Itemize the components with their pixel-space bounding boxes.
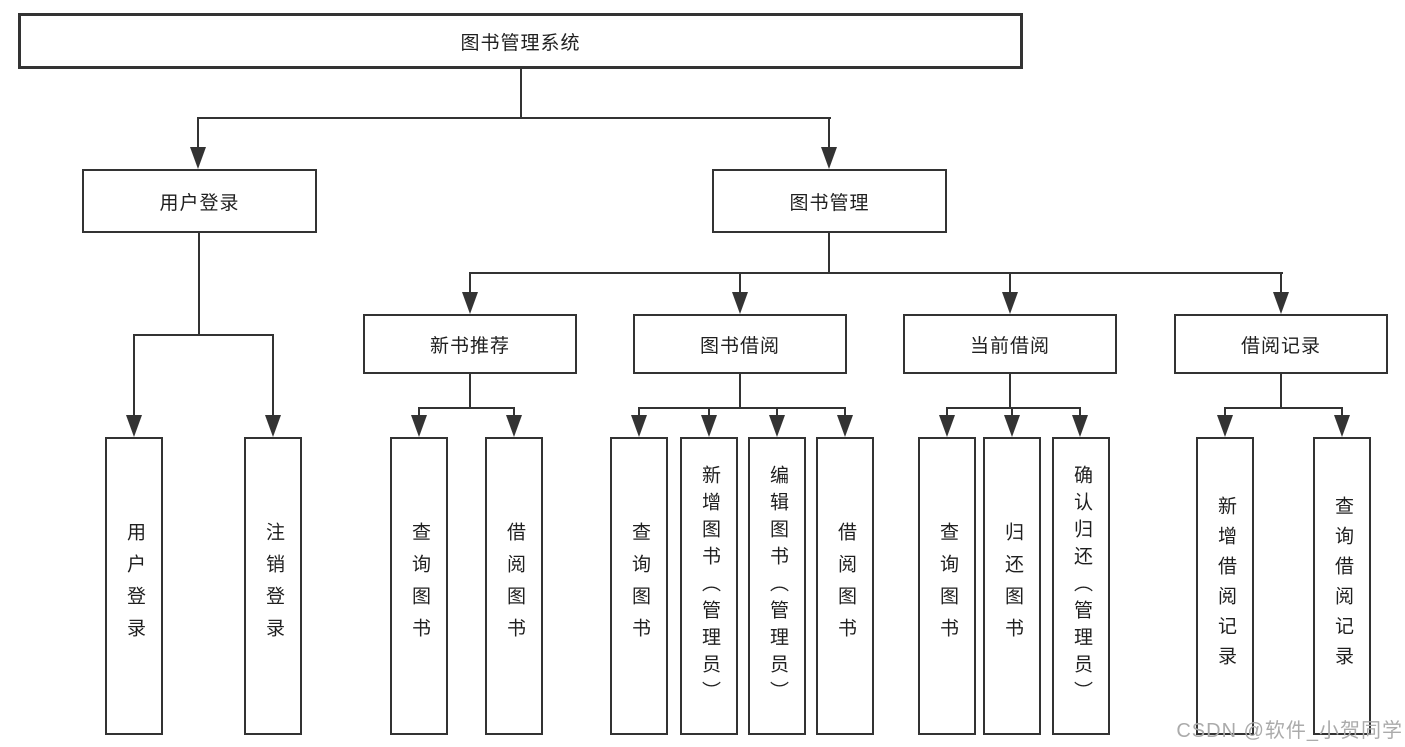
- leaf-query-books-2-label: 查询图书: [629, 522, 650, 650]
- node-current-borrowing-label: 当前借阅: [969, 335, 1050, 357]
- arrow-down-icon: [1072, 415, 1088, 437]
- connector-current-stub: [1011, 407, 1013, 415]
- leaf-edit-books-admin-label: 编辑图书（管理员）: [767, 464, 788, 708]
- node-new-book-recommendation-label: 新书推荐: [429, 335, 510, 357]
- connector-userlogin-stub: [272, 334, 274, 415]
- connector-borrow-stub: [776, 407, 778, 415]
- connector-mgmt-stub: [1280, 272, 1282, 292]
- connector-root-hline: [197, 117, 831, 119]
- connector-current-hline: [946, 407, 1081, 409]
- arrow-down-icon: [837, 415, 853, 437]
- leaf-edit-books-admin: 编辑图书（管理员）: [748, 437, 806, 735]
- connector-newbook-stub: [513, 407, 515, 415]
- connector-userlogin-stub: [133, 334, 135, 415]
- connector-root-vline: [520, 69, 522, 118]
- arrow-down-icon: [462, 292, 478, 314]
- leaf-add-books-admin-label: 新增图书（管理员）: [699, 464, 720, 708]
- leaf-return-books: 归还图书: [983, 437, 1041, 735]
- leaf-user-login: 用户登录: [105, 437, 163, 735]
- node-book-management: 图书管理: [712, 169, 947, 233]
- leaf-logout: 注销登录: [244, 437, 302, 735]
- connector-records-vline: [1280, 374, 1282, 408]
- connector-newbook-stub: [418, 407, 420, 415]
- leaf-logout-label: 注销登录: [263, 522, 284, 650]
- node-book-borrowing: 图书借阅: [633, 314, 847, 374]
- arrow-down-icon: [190, 147, 206, 169]
- connector-userlogin-vline: [198, 233, 200, 335]
- connector-mgmt-stub: [739, 272, 741, 292]
- connector-current-vline: [1009, 374, 1011, 408]
- leaf-confirm-return-admin: 确认归还（管理员）: [1052, 437, 1110, 735]
- leaf-borrow-books-1: 借阅图书: [485, 437, 543, 735]
- node-current-borrowing: 当前借阅: [903, 314, 1117, 374]
- arrow-down-icon: [1273, 292, 1289, 314]
- arrow-down-icon: [1334, 415, 1350, 437]
- connector-mgmt-stub: [1009, 272, 1011, 292]
- connector-borrow-stub: [708, 407, 710, 415]
- node-user-login: 用户登录: [82, 169, 317, 233]
- leaf-query-books-1: 查询图书: [390, 437, 448, 735]
- node-book-management-label: 图书管理: [789, 192, 870, 214]
- connector-records-hline: [1224, 407, 1343, 409]
- connector-mgmt-vline: [828, 233, 830, 273]
- connector-mgmt-stub: [469, 272, 471, 292]
- leaf-borrow-books-1-label: 借阅图书: [504, 522, 525, 650]
- node-new-book-recommendation: 新书推荐: [363, 314, 577, 374]
- connector-borrow-vline: [739, 374, 741, 408]
- arrow-down-icon: [1004, 415, 1020, 437]
- arrow-down-icon: [1002, 292, 1018, 314]
- connector-root-left-stub: [197, 117, 199, 147]
- arrow-down-icon: [769, 415, 785, 437]
- connector-borrow-hline: [638, 407, 846, 409]
- node-borrowing-records-label: 借阅记录: [1240, 335, 1321, 357]
- leaf-query-borrow-record-label: 查询借阅记录: [1332, 496, 1353, 676]
- leaf-add-borrow-record: 新增借阅记录: [1196, 437, 1254, 735]
- connector-current-stub: [1079, 407, 1081, 415]
- leaf-user-login-label: 用户登录: [124, 522, 145, 650]
- arrow-down-icon: [411, 415, 427, 437]
- arrow-down-icon: [701, 415, 717, 437]
- connector-borrow-stub: [638, 407, 640, 415]
- connector-records-stub: [1341, 407, 1343, 415]
- connector-newbook-hline: [418, 407, 515, 409]
- leaf-add-borrow-record-label: 新增借阅记录: [1215, 496, 1236, 676]
- arrow-down-icon: [265, 415, 281, 437]
- arrow-down-icon: [126, 415, 142, 437]
- leaf-add-books-admin: 新增图书（管理员）: [680, 437, 738, 735]
- arrow-down-icon: [631, 415, 647, 437]
- node-book-borrowing-label: 图书借阅: [699, 335, 780, 357]
- leaf-query-books-3: 查询图书: [918, 437, 976, 735]
- connector-userlogin-hline: [133, 334, 274, 336]
- arrow-down-icon: [732, 292, 748, 314]
- connector-newbook-vline: [469, 374, 471, 408]
- connector-root-right-stub: [828, 117, 830, 147]
- csdn-watermark: CSDN @软件_小贺同学: [1176, 720, 1403, 742]
- arrow-down-icon: [1217, 415, 1233, 437]
- leaf-query-books-3-label: 查询图书: [937, 522, 958, 650]
- node-borrowing-records: 借阅记录: [1174, 314, 1388, 374]
- leaf-confirm-return-admin-label: 确认归还（管理员）: [1071, 464, 1092, 708]
- leaf-return-books-label: 归还图书: [1002, 522, 1023, 650]
- arrow-down-icon: [939, 415, 955, 437]
- leaf-query-books-2: 查询图书: [610, 437, 668, 735]
- connector-current-stub: [946, 407, 948, 415]
- connector-borrow-stub: [844, 407, 846, 415]
- node-library-system: 图书管理系统: [18, 13, 1023, 69]
- leaf-borrow-books-2: 借阅图书: [816, 437, 874, 735]
- arrow-down-icon: [506, 415, 522, 437]
- node-user-login-label: 用户登录: [159, 192, 240, 214]
- leaf-query-books-1-label: 查询图书: [409, 522, 430, 650]
- leaf-borrow-books-2-label: 借阅图书: [835, 522, 856, 650]
- arrow-down-icon: [821, 147, 837, 169]
- connector-mgmt-hline: [469, 272, 1283, 274]
- connector-records-stub: [1224, 407, 1226, 415]
- node-library-system-label: 图书管理系统: [460, 32, 581, 54]
- leaf-query-borrow-record: 查询借阅记录: [1313, 437, 1371, 735]
